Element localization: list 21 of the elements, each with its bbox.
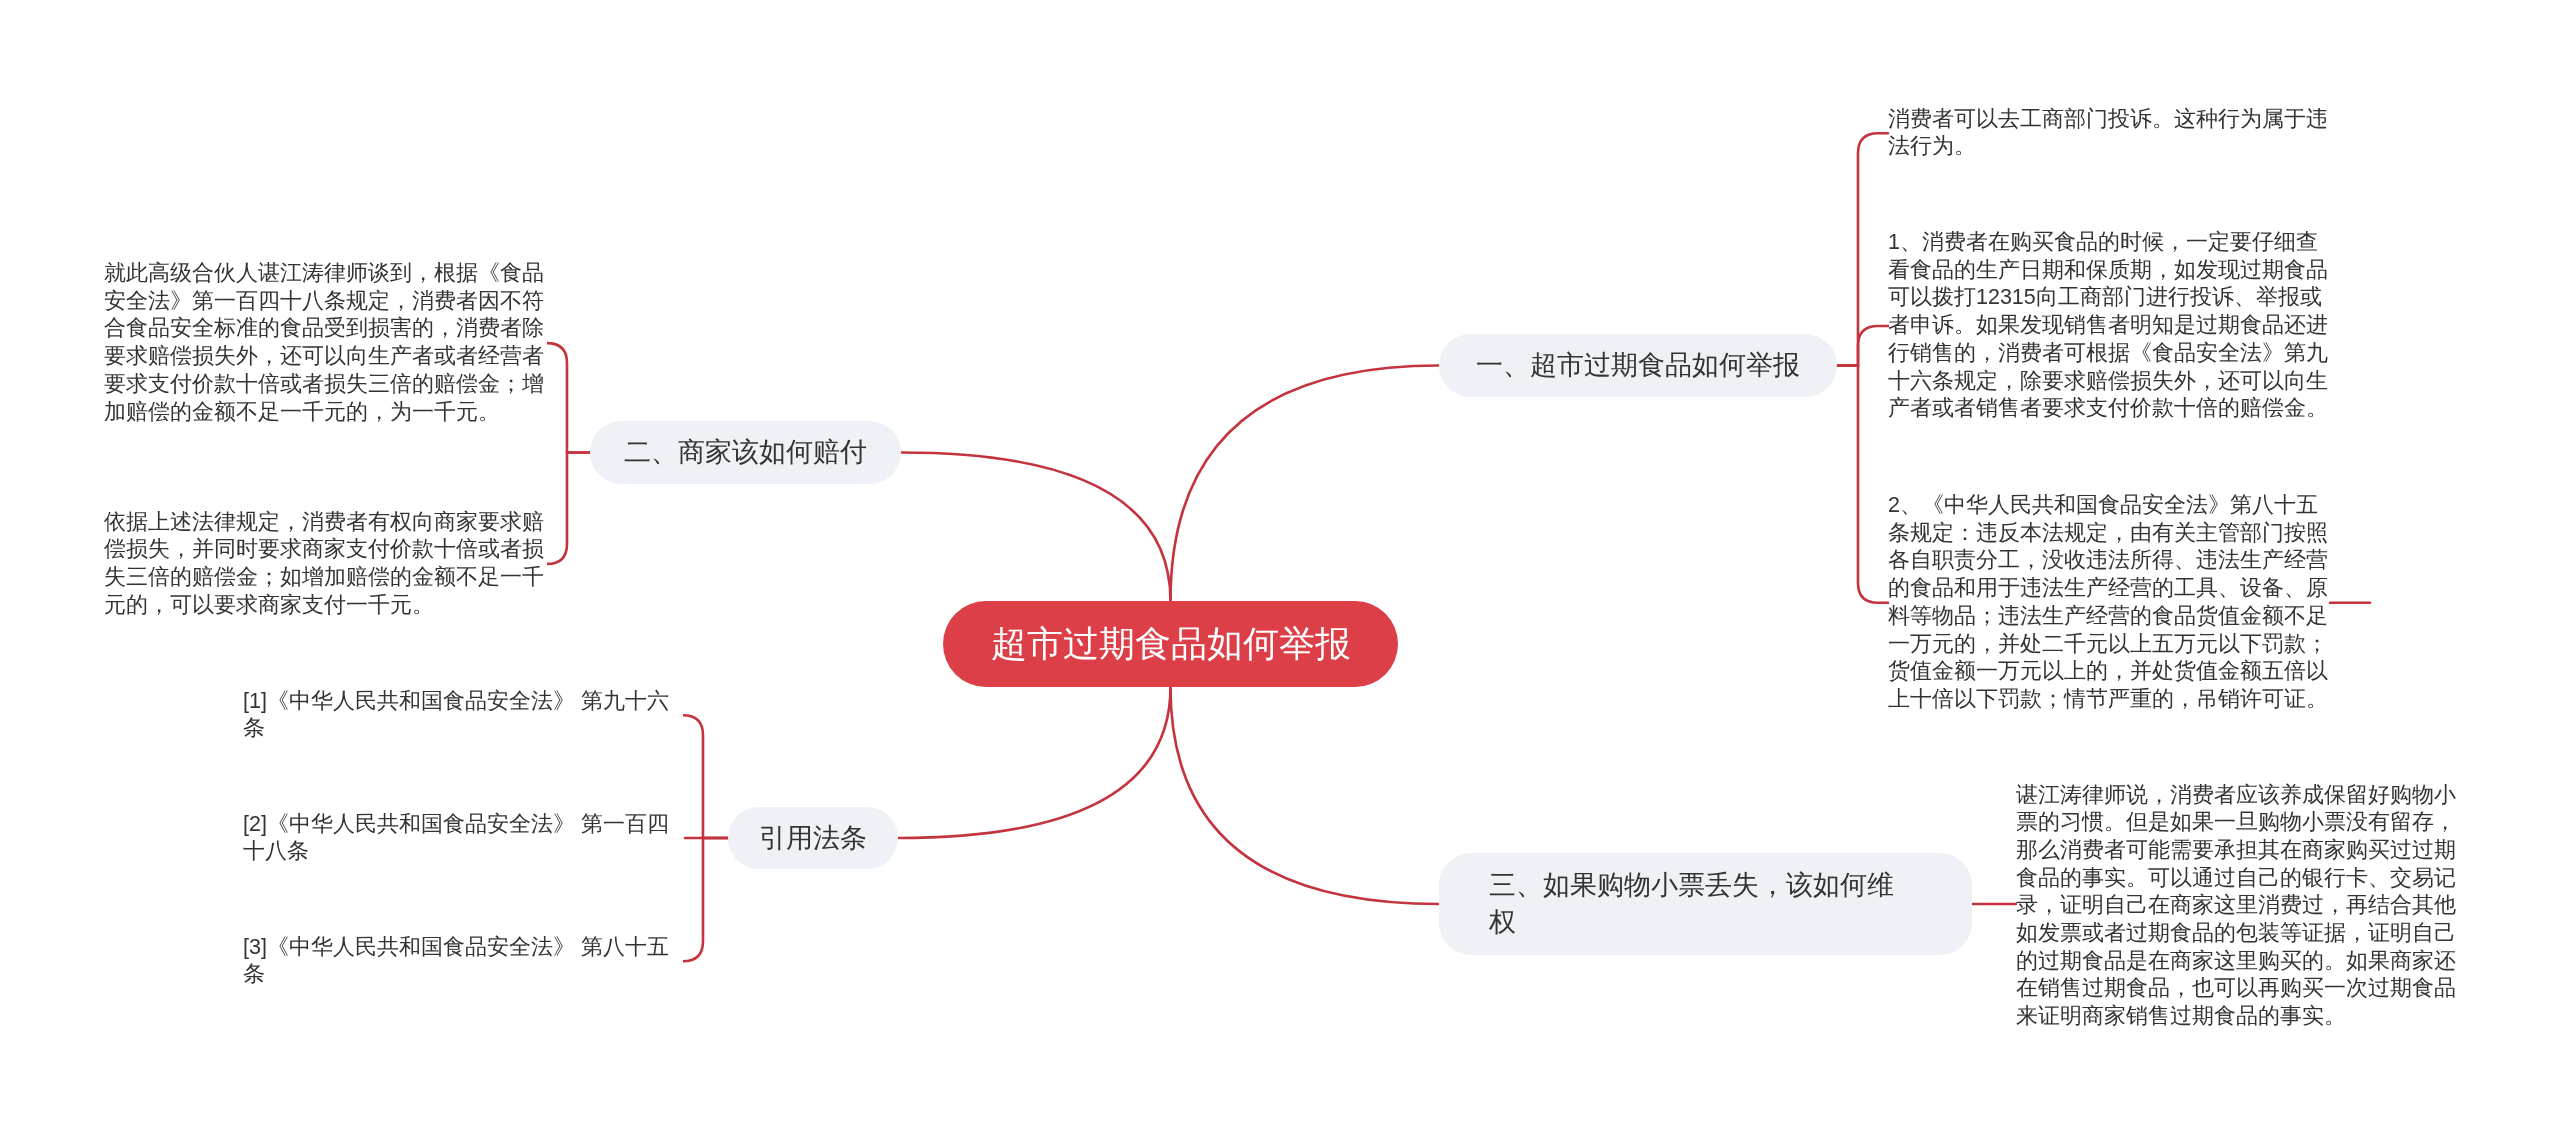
note-text: 谌江涛律师说，消费者应该养成保留好购物小票的习惯。但是如果一旦购物小票没有留存，那么消费者可能需要承担其在商家购买过过期食品的事实。可以通过自己的银行卡、交易记录，证明自己在商家这里消费过，再结合其他如发票或者过期食品的包装等证据，证明自己的过期食品是在商家这里购买的。如果商家还在销售过期食品，也可以再购买一次过期食品来证明商家销售过期食品的事实。 [2016, 781, 2460, 1031]
note-text: 依据上述法律规定，消费者有权向商家要求赔偿损失，并同时要求商家支付价款十倍或者损失三倍的赔偿金；如增加赔偿的金额不足一千元的，可以要求商家支付一千元。 [104, 508, 548, 620]
branch-line [896, 685, 1172, 840]
reference-text: [3]《中华人民共和国食品安全法》 第八十五条 [243, 933, 685, 989]
central-topic-box: 超市过期食品如何举报 [943, 601, 1398, 687]
note-text: 2、《中华人民共和国食品安全法》第八十五条规定：违反本法规定，由有关主管部门按照各自职责分工，没收违法所得、违法生产经营的食品和用于违法生产经营的工具、设备、原料等物品；违法生产经营的食品货值金额不足一万元的，并处二千元以上五万元以下罚款；货值金额一万元以上的，并处货值金额五倍以上十倍以下罚款；情节严重的，吊销许可证。 [1888, 492, 2330, 714]
branch-line [1970, 902, 2018, 906]
subtopic-box: 三、如果购物小票丢失，该如何维权 [1439, 853, 1972, 955]
branch-line [899, 451, 1172, 603]
note-text: 消费者可以去工商部门投诉。这种行为属于违法行为。 [1888, 105, 2330, 161]
branch-line [681, 836, 730, 963]
reference-text: [1]《中华人民共和国食品安全法》 第九十六条 [243, 687, 685, 743]
subtopic-box: 引用法条 [728, 807, 898, 869]
subtopic-box: 二、商家该如何赔付 [590, 421, 901, 484]
branch-line [545, 451, 592, 566]
note-text: 1、消费者在购买食品的时候，一定要仔细查看食品的生产日期和保质期，如发现过期食品可以拨打12315向工商部门进行投诉、举报或者申诉。如果发现销售者明知是过期食品还进行销售的，消费者可根据《食品安全法》第九十六条规定，除要求赔偿损失外，还可以向生产者或者销售者要求支付价款十倍的赔偿金。 [1888, 229, 2330, 423]
note-text: 就此高级合伙人谌江涛律师谈到，根据《食品安全法》第一百四十八条规定，消费者因不符合食品安全标准的食品受到损害的，消费者除要求赔偿损失外，还可以向生产者或者经营者要求支付价款十倍或者损失三倍的赔偿金；增加赔偿的金额不足一千元的，为一千元。 [104, 260, 548, 427]
branch-line [2328, 601, 2372, 605]
subtopic-box: 一、超市过期食品如何举报 [1439, 334, 1837, 397]
reference-text: [2]《中华人民共和国食品安全法》 第一百四十八条 [243, 810, 685, 866]
branch-line [1835, 364, 1890, 605]
